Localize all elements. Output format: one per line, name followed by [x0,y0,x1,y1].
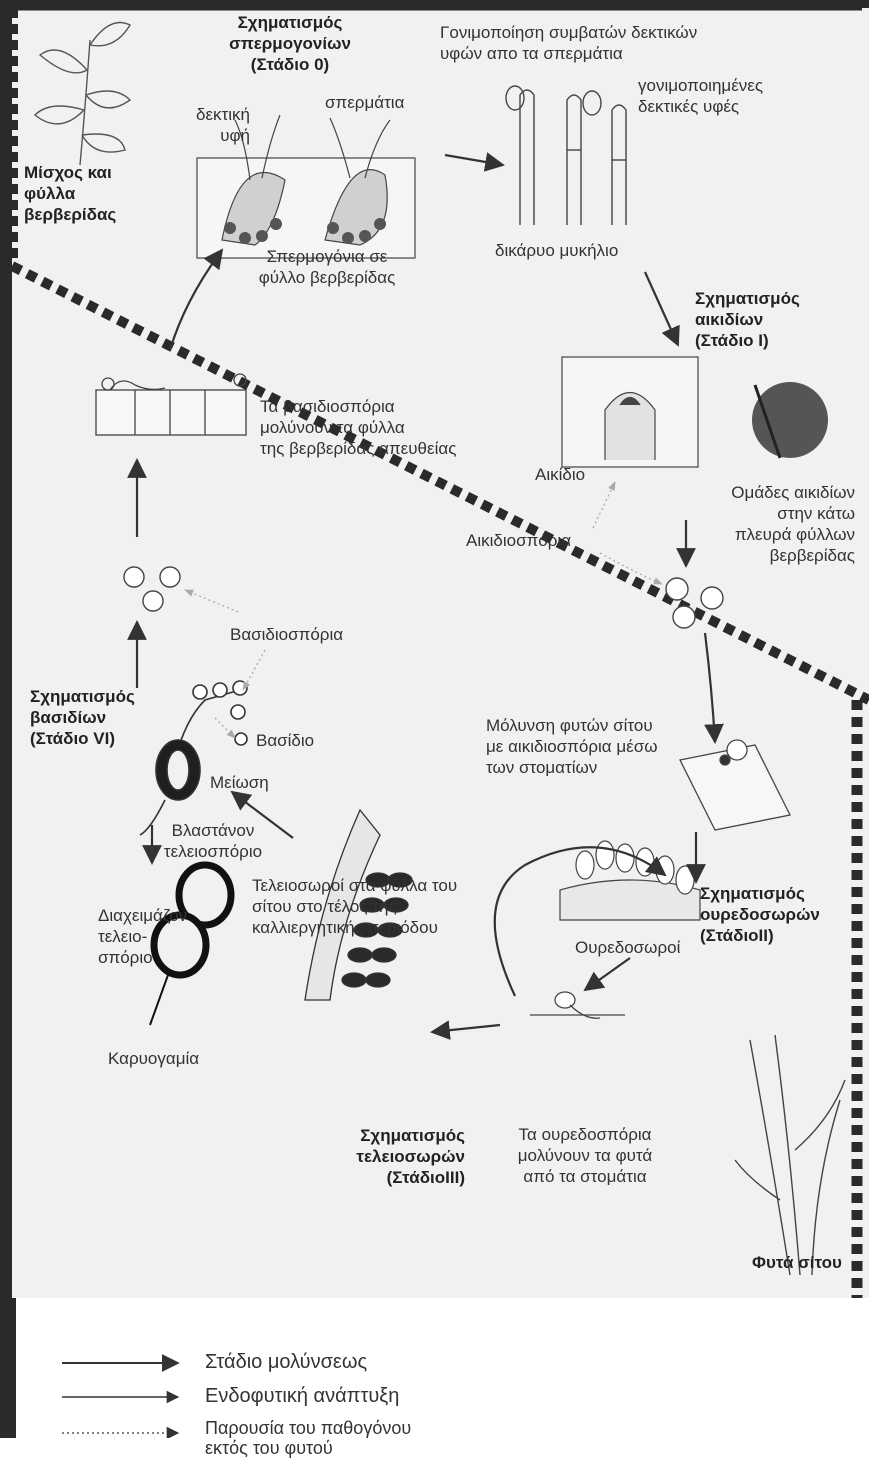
label-basidiospores: Βασιδιοσπόρια [230,624,343,645]
aecia-cluster-illustration [752,382,828,458]
label-aecium: Αικίδιο [535,464,585,485]
label-overwintering-teliospore: Διαχειμάζον τελειο- σπόριο [98,905,187,968]
label-basidium: Βασίδιο [256,730,314,751]
basidium-illustration [140,681,247,835]
label-fertilized-hyphae: γονιμοποιημένες δεκτικές υφές [638,75,763,117]
label-karyogamy: Καρυογαμία [108,1048,199,1069]
label-aecia-groups: Ομάδες αικιδίων στην κάτω πλευρά φύλλων … [680,482,855,566]
label-receptive-hypha: δεκτική υφή [170,104,250,146]
wheat-plant-illustration [735,1035,845,1275]
uredinia-illustration [560,841,700,920]
label-spermogonia-formation: Σχηματισμός σπερμογονίων (Στάδιο 0) [220,12,360,75]
dotted-arrows [185,482,662,738]
stomata-infection-illustration [680,740,790,830]
label-spermatia: σπερμάτια [325,92,404,113]
legend-infection-stage: Στάδιο μολύνσεως [205,1350,367,1375]
aecium-illustration [562,357,698,467]
label-basidiospores-infect: Τα βασιδιοσπόρια μολύνουν τα φύλλα της β… [260,396,456,459]
label-uredinia-formation: Σχηματισμός ουρεδοσωρών (ΣτάδιοII) [700,883,820,946]
label-aeciospores: Αικιδιοσπόρια [466,530,571,551]
barberry-plant-illustration [35,23,130,166]
legend-pathogen-outside: Παρουσία του παθογόνου εκτός του φυτού [205,1418,411,1458]
fertilized-hyphae-illustration [506,86,626,225]
label-basidia-formation: Σχηματισμός βασιδίων (Στάδιο VI) [30,686,135,749]
legend-lines [62,1363,178,1433]
basidiospores-illustration [124,567,180,611]
label-barberry-bush: Μίσχος και φύλλα βερβερίδας [24,162,116,225]
label-aecia-formation: Σχηματισμός αικιδίων (Στάδιο I) [695,288,800,351]
host-boundary [12,8,869,1438]
label-germinated-teliospore: Βλαστάνον τελειοσπόριο [148,820,278,862]
label-meiosis: Μείωση [210,772,269,793]
leaf-section-illustration [96,374,246,435]
label-telia-on-leaves: Τελειοσωροί στα φύλλα του σίτου στο τέλο… [252,875,457,938]
label-fertilization: Γονιμοποίηση συμβατών δεκτικών υφών απο … [440,22,697,64]
label-spermogonia-on-leaf: Σπερμογόνια σε φύλλο βερβερίδας [222,246,432,288]
label-wheat-infection: Μόλυνση φυτών σίτου με αικιδιοσπόρια μέσ… [486,715,658,778]
label-urediniospores-infect: Τα ουρεδοσπόρια μολύνουν τα φυτά από τα … [480,1124,690,1187]
label-dikaryotic-mycelium: δικάρυο μυκήλιο [495,240,618,261]
label-uredinia: Ουρεδοσωροί [575,937,680,958]
legend-endophytic-growth: Ενδοφυτική ανάπτυξη [205,1384,399,1409]
label-wheat-plants: Φυτά σίτου [752,1252,842,1273]
urediniospore-infection-illustration [530,992,625,1018]
label-telia-formation: Σχηματισμός τελειοσωρών (ΣτάδιοIII) [300,1125,465,1188]
